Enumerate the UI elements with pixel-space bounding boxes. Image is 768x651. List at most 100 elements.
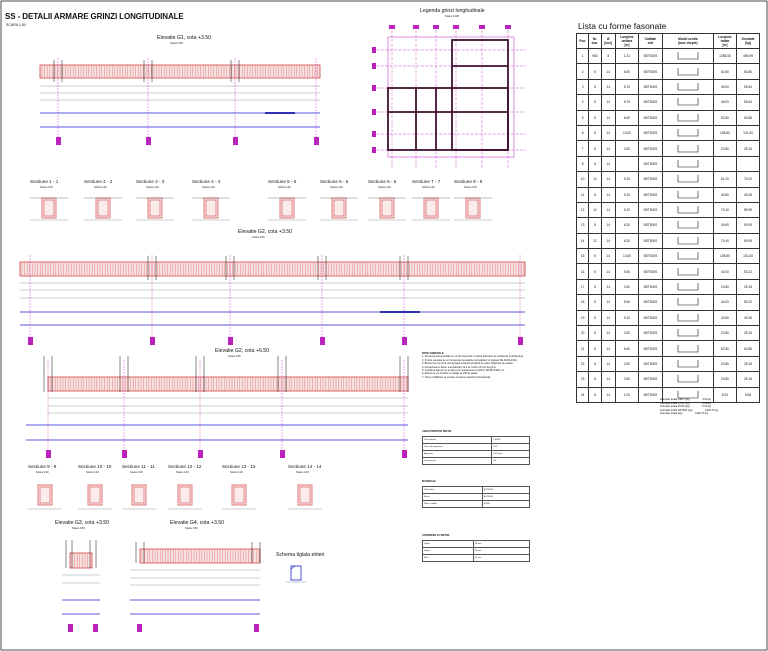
bar-list-cell: 14: [600, 371, 616, 388]
bar-list-cell: BST500S: [638, 94, 663, 111]
bar-list-cell: 8: [600, 47, 616, 65]
bar-list-title: Lista cu forme fasonate: [578, 21, 667, 31]
bar-list-cell: BST500S: [638, 109, 663, 126]
bar-list-cell: BST500S: [638, 340, 663, 357]
bar-list-cell: 52.80: [712, 340, 738, 357]
bar-list-cell: [661, 78, 714, 96]
section-scale: Scara 1:20: [86, 471, 99, 474]
bar-list-cell: [661, 201, 714, 219]
material-cell: 0-16 mm: [491, 450, 530, 458]
material-cell: Placi: [422, 554, 474, 562]
bar-list-cell: 8: [588, 294, 602, 311]
bar-list-cell: 61.20: [712, 171, 738, 188]
bar-list-cell: [661, 232, 714, 250]
bar-list-cell: 89.99: [736, 201, 760, 219]
bar-shape-sketch: [677, 236, 699, 245]
section-title: Sectiune 1 - 1: [30, 179, 59, 184]
bar-list-cell: 8: [588, 309, 602, 327]
bar-list-cell: BST500S: [638, 171, 663, 188]
bar-shape-sketch: [677, 159, 699, 168]
bar-list-cell: 8: [588, 124, 602, 142]
bar-list-cell: [661, 355, 714, 373]
bar-list-total-line: Greutate totala PC52 (kg) 0.00 kg: [660, 402, 718, 406]
bar-list-cell: BST500S: [638, 78, 663, 96]
bar-list-cell: [712, 155, 738, 173]
bar-list-header-cell: Ø [mm]: [600, 33, 616, 49]
concrete-table-title: CARACTERISTICI BETON: [422, 430, 452, 433]
section-scale: Scara 1:20: [130, 471, 143, 474]
bar-list-cell: [661, 371, 714, 388]
bar-list-cell: 6.20: [614, 217, 640, 234]
bar-list-cell: 13: [575, 217, 590, 234]
legend-plan: [372, 25, 526, 168]
bar-shape-sketch: [677, 298, 699, 306]
bar-list-cell: BST500S: [638, 309, 663, 327]
bar-list-cell: [661, 278, 714, 296]
bar-list-cell: BST500S: [638, 263, 663, 280]
bar-list-cell: BST500S: [638, 371, 663, 388]
bar-list-cell: BST500S: [638, 217, 663, 234]
material-cell: Agregate: [421, 450, 493, 458]
bar-list-total-line: Greutate totala OB37 (kg) 0.00 kg: [660, 398, 718, 402]
section-scale: Scara 1:20: [378, 186, 391, 189]
note-line: 6. Etrierii se vor inchide cu carlige la…: [422, 372, 479, 376]
bar-list-cell: 5.75: [614, 78, 640, 96]
bar-list-cell: 20.80: [712, 278, 738, 296]
material-cell: Otel beton: [422, 486, 483, 494]
bar-shape-sketch: [677, 129, 699, 137]
elevation-scale: Scara 1:50: [170, 42, 183, 45]
bar-list-cell: 14: [600, 278, 616, 296]
bar-shape-sketch: [677, 221, 699, 229]
section-scale: Scara 1:20: [422, 186, 435, 189]
total-label: Greutate totala PC52 (kg): [660, 401, 690, 405]
bar-list-cell: 20.80: [712, 371, 738, 388]
section-scale: Scara 1:20: [40, 186, 53, 189]
bar-list-cell: [661, 186, 714, 203]
section-scale: Scara 1:20: [202, 186, 215, 189]
bar-list-cell: 5: [575, 109, 590, 126]
elevation-scale: Scara 1:50: [72, 527, 85, 530]
bar-list-cell: [661, 109, 714, 126]
notes-title: NOTE GENERALE: [422, 352, 444, 355]
bar-list-total-line: Greutate totala (kg) 1926.76 kg: [660, 412, 718, 416]
bar-list-cell: 63.86: [736, 63, 760, 80]
section-title: Sectiune 11 - 11: [122, 464, 155, 469]
bar-list-cell: 8: [588, 140, 602, 157]
bar-list-cell: 8: [588, 263, 602, 280]
material-cell: Stalpi: [422, 547, 474, 555]
bar-list-cell: BST500S: [638, 248, 663, 265]
bar-list-cell: 13.60: [614, 248, 640, 265]
material-cell: Consistenta: [421, 457, 493, 465]
bar-list-cell: 14: [600, 186, 616, 203]
bar-list-cell: 8: [588, 248, 602, 265]
bar-list-cell: 108.80: [712, 248, 738, 265]
bar-shape-sketch: [677, 206, 699, 214]
bar-list-cell: 6.60: [614, 340, 640, 357]
bar-list-cell: 11: [575, 186, 590, 203]
bar-list-cell: 19: [575, 309, 590, 327]
bar-list-cell: 12: [588, 201, 602, 219]
material-cell: Plase sudate: [422, 500, 483, 508]
bar-list-cell: 14: [600, 294, 616, 311]
bar-shape-sketch: [677, 144, 699, 152]
bar-list-cell: 14: [600, 217, 616, 234]
elevation-g2-650: [26, 356, 409, 458]
bar-list-cell: 8: [588, 217, 602, 234]
bar-list-cell: 14: [600, 78, 616, 96]
bar-list-cell: 25.16: [736, 325, 760, 342]
elevation-title: Elevatie G2, cota +6.50: [215, 348, 270, 354]
bar-list-cell: 6.60: [614, 63, 640, 80]
bar-list-cell: 6.20: [614, 232, 640, 250]
bar-list-cell: 14: [600, 140, 616, 157]
